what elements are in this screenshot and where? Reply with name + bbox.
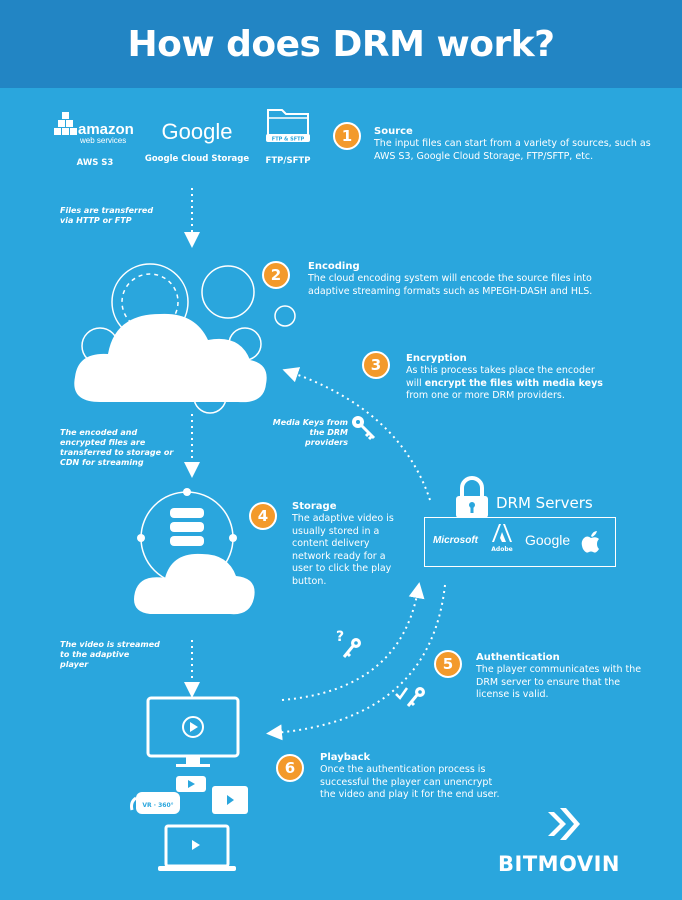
step-5-badge: 5 (434, 650, 462, 678)
ftp-badge: FTP & SFTP (272, 137, 305, 143)
step-3-desc-post: from one or more DRM providers. (406, 390, 565, 401)
step-3-desc-bold: encrypt the files with media keys (424, 377, 603, 389)
key-icon (352, 416, 376, 441)
question-key-icon: ? (336, 629, 361, 658)
step-2-title: Encoding (308, 261, 360, 272)
step-4-desc: The adaptive video is usually stored in … (292, 513, 394, 587)
step-1-title: Source (374, 126, 413, 137)
page-title: How does DRM work? (127, 23, 555, 65)
step-3-badge: 3 (362, 351, 390, 379)
folder-icon: FTP & SFTP (266, 109, 310, 143)
step-3-text: Encryption As this process takes place t… (406, 352, 606, 403)
step-6-badge: 6 (276, 754, 304, 782)
arrow-drm-to-encoder (282, 367, 431, 501)
lock-icon (456, 476, 488, 518)
step-6-title: Playback (320, 752, 371, 763)
google-source: Google Google Cloud Storage (142, 118, 252, 164)
step-6-text: Playback Once the authentication process… (320, 751, 500, 802)
step-4-text: Storage The adaptive video is usually st… (292, 500, 396, 588)
step-6-desc: Once the authentication process is succe… (320, 764, 500, 800)
step-3-title: Encryption (406, 353, 467, 364)
google-logo: Google (161, 119, 233, 144)
step-4-title: Storage (292, 501, 337, 512)
stream-note: The video is streamed to the adaptive pl… (60, 640, 160, 669)
brand-name: BITMOVIN (498, 852, 620, 876)
vr-label: VR · 360° (142, 802, 173, 809)
adobe-logo: Adobe (489, 524, 515, 553)
aws-logo-icon: amazon web services (54, 112, 134, 145)
google-drm-logo: Google (525, 532, 571, 548)
aws-source: amazon web services AWS S3 (50, 112, 140, 168)
encoding-cloud-icon (74, 263, 296, 414)
header-banner: How does DRM work? (0, 0, 682, 88)
step-5-text: Authentication The player communicates w… (476, 651, 646, 702)
step-2-text: Encoding The cloud encoding system will … (308, 260, 608, 298)
google-label: Google Cloud Storage (144, 154, 250, 164)
step-3-desc: As this process takes place the encoder … (406, 365, 606, 403)
svg-text:?: ? (336, 629, 344, 645)
player-devices: VR · 360° (130, 696, 248, 871)
bitmovin-logo-icon (548, 808, 580, 840)
ftp-label: FTP/SFTP (265, 156, 311, 166)
drm-providers-box: Microsoft Adobe Google (424, 517, 616, 567)
transfer-note: Files are transferred via HTTP or FTP (60, 206, 154, 225)
step-1-badge: 1 (333, 122, 361, 150)
ftp-source: FTP & SFTP FTP/SFTP (258, 104, 318, 166)
step-3-desc-pre: As this process takes place the encoder … (406, 365, 595, 389)
media-keys-note: Media Keys from the DRM providers (272, 418, 348, 447)
step-2-desc: The cloud encoding system will encode th… (308, 273, 593, 297)
step-1-text: Source The input files can start from a … (374, 125, 664, 163)
storage-cloud-icon (134, 488, 255, 615)
aws-label: AWS S3 (76, 158, 114, 168)
storage-note: The encoded and encrypted files are tran… (60, 428, 174, 467)
adobe-label: Adobe (491, 546, 513, 553)
play-icon (190, 722, 198, 732)
aws-logo-subtext: web services (79, 136, 126, 145)
step-4-badge: 4 (249, 502, 277, 530)
adobe-icon (492, 524, 512, 542)
step-1-desc: The input files can start from a variety… (374, 138, 651, 162)
step-5-title: Authentication (476, 652, 560, 663)
step-2-badge: 2 (262, 261, 290, 289)
arrow-drm-to-player (266, 584, 446, 741)
check-key-icon (395, 687, 425, 707)
vr-headset-icon: VR · 360° (130, 792, 180, 814)
apple-icon (581, 531, 599, 553)
microsoft-logo: Microsoft (433, 535, 478, 546)
aws-logo-text: amazon (78, 121, 134, 138)
step-5-desc: The player communicates with the DRM ser… (476, 664, 642, 700)
drm-servers-title: DRM Servers (496, 494, 593, 512)
